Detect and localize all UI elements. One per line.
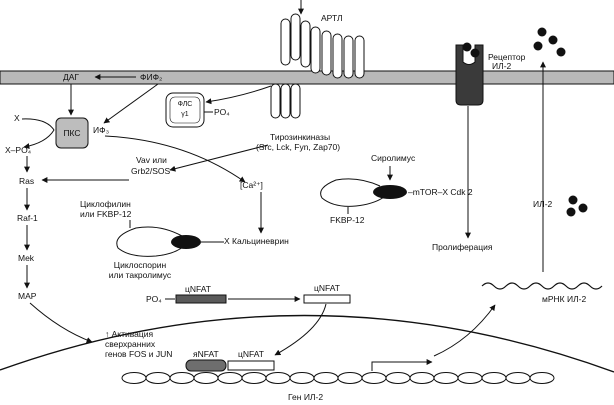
mrna-label: мРНК ИЛ-2 bbox=[542, 294, 586, 304]
tyrosine-kinases-to-plc-arrow bbox=[205, 85, 272, 105]
ca-label: [Ca²⁺] bbox=[240, 180, 263, 190]
tyrosine-kinases-to-vav-arrow bbox=[169, 144, 269, 172]
tyrosine-kinases-label-2: (Src, Lck, Fyn, Zap70) bbox=[256, 142, 340, 152]
il2-gene-label: Ген ИЛ-2 bbox=[288, 392, 323, 402]
activation-label-1: ↑ Активация bbox=[105, 329, 154, 339]
if3-to-ca-line bbox=[104, 135, 246, 183]
il2-ligand-dots-receptor bbox=[462, 27, 566, 58]
tcr-complex bbox=[270, 13, 365, 119]
tyrosine-kinases-label-1: Тирозинкиназы bbox=[270, 132, 330, 142]
ynfat-label: яNFAT bbox=[193, 349, 219, 359]
plc-po4-label: PO₄ bbox=[214, 107, 230, 117]
transcription-start-bracket bbox=[371, 359, 433, 371]
sirolimus-label: Сиролимус bbox=[371, 153, 416, 163]
il2-cyto-label: ИЛ-2 bbox=[533, 199, 553, 209]
nfat-po4-label: PO₄ bbox=[146, 294, 162, 304]
proliferation-label: Пролиферация bbox=[432, 242, 493, 252]
fif2-label: ФИФ₂ bbox=[140, 72, 162, 82]
cell-membrane bbox=[0, 70, 614, 85]
activation-label-3: генов FOS и JUN bbox=[105, 349, 172, 359]
sirolimus-drug bbox=[373, 185, 407, 199]
il2-secreted-dots bbox=[566, 195, 588, 217]
il2-receptor-label-2: ИЛ-2 bbox=[492, 61, 512, 71]
ynfat-bound bbox=[185, 359, 227, 372]
fkbp12-shape bbox=[320, 178, 385, 207]
mek-label: Mek bbox=[18, 253, 35, 263]
dna-nfat-label: цNFAT bbox=[238, 349, 264, 359]
il2-receptor bbox=[455, 44, 484, 106]
x-po4-label: X–PO₄ bbox=[5, 145, 32, 155]
fkbp12-label: FKBP-12 bbox=[330, 215, 365, 225]
cyclophilin-label-2: или FKBP-12 bbox=[80, 209, 132, 219]
plc-gamma1-box bbox=[165, 92, 205, 128]
x-phosphorylation-arrow bbox=[21, 118, 55, 149]
dag-label: ДАГ bbox=[63, 72, 79, 82]
fif2-to-if3-arrow bbox=[103, 83, 159, 124]
nfat-label: цNFAT bbox=[314, 283, 340, 293]
map-label: MAP bbox=[18, 291, 37, 301]
cyclosporin-drug bbox=[171, 235, 201, 249]
vav-label-2: Grb2/SOS bbox=[131, 166, 171, 176]
activation-label-2: сверхранних bbox=[105, 339, 156, 349]
map-to-nucleus-arrow bbox=[29, 302, 93, 343]
mtor-cdk2-label: –mTOR–X Cdk 2 bbox=[408, 187, 473, 197]
nfat-phos-label: цNFAT bbox=[185, 284, 211, 294]
raf1-label: Raf-1 bbox=[17, 213, 38, 223]
cyclophilin-shape bbox=[116, 226, 185, 257]
il2-receptor-label-1: Рецептор bbox=[488, 52, 526, 62]
nfat-active bbox=[303, 294, 351, 304]
calcineurin-label: X Кальциневрин bbox=[224, 236, 289, 246]
ras-label: Ras bbox=[19, 176, 34, 186]
pkc-label: ПКС bbox=[63, 128, 80, 138]
nfat-to-dna-arrow bbox=[274, 303, 327, 356]
tcr-label: АРТЛ bbox=[321, 13, 343, 23]
cyclosporin-label-2: или такролимус bbox=[109, 270, 172, 280]
plc-gamma1-label-2: γ1 bbox=[181, 111, 189, 118]
vav-label-1: Vav или bbox=[136, 155, 167, 165]
nfat-phosphorylated bbox=[175, 294, 227, 304]
il2-gene-chromatin bbox=[121, 372, 555, 384]
nuclear-envelope bbox=[0, 314, 614, 373]
if3-label: ИФ₃ bbox=[93, 125, 109, 135]
pkc-box bbox=[55, 117, 89, 149]
cyclosporin-label-1: Циклоспорин bbox=[114, 260, 167, 270]
cyclophilin-label-1: Циклофилин bbox=[80, 199, 131, 209]
plc-gamma1-inner bbox=[169, 96, 201, 124]
il2-mrna bbox=[481, 282, 603, 290]
x-left-label: X bbox=[14, 113, 20, 123]
nfat-bound bbox=[227, 360, 275, 371]
transcription-arrow bbox=[433, 304, 496, 357]
plc-gamma1-label-1: ФЛС bbox=[178, 101, 193, 108]
